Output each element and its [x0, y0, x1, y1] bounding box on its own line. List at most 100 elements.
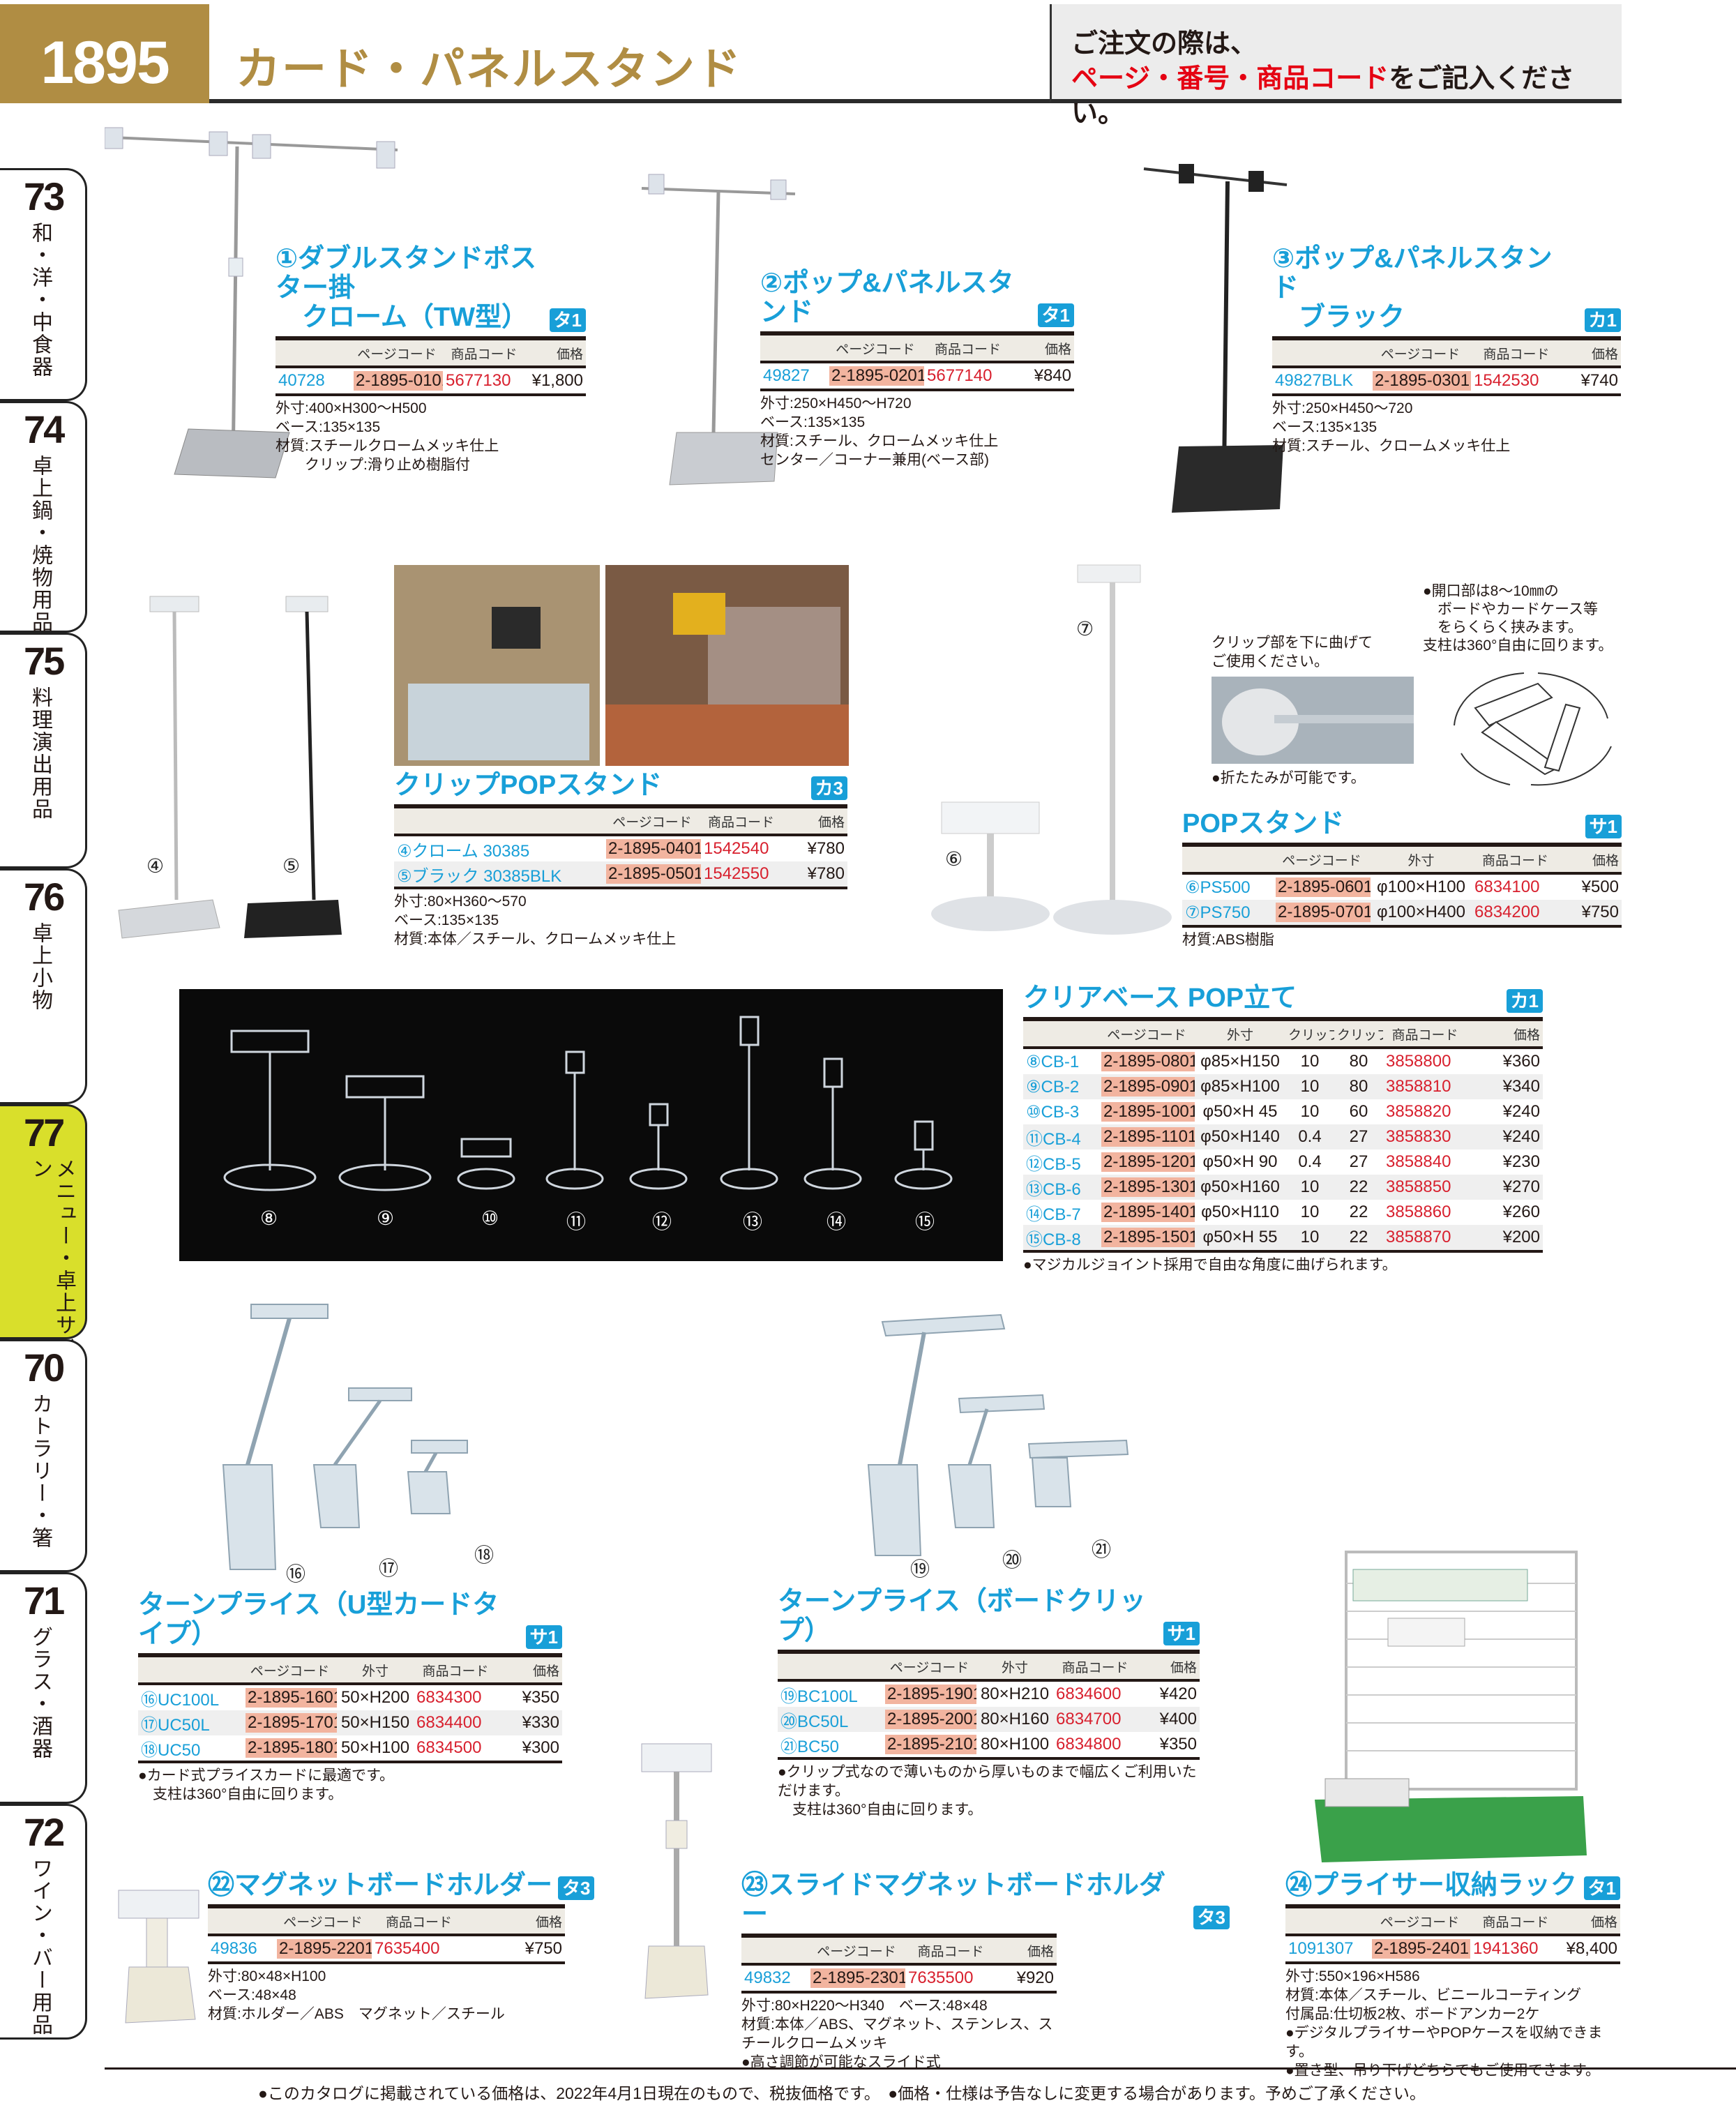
product-name: クリップPOPスタンド: [394, 771, 663, 800]
price: ¥240: [1502, 1127, 1540, 1146]
order-note-rest: をご記入ください。: [1071, 64, 1575, 128]
model-number: 1091307: [1288, 1939, 1354, 1958]
page-code: 2-1895-0401: [603, 839, 701, 859]
section-title: ターンプライス（U型カードタイプ）サ1: [138, 1590, 562, 1649]
model-number: ⑩CB-3: [1026, 1102, 1080, 1122]
image-label-15: ⑮: [915, 1211, 935, 1233]
stock-badge: サ1: [1163, 1622, 1200, 1645]
page-code: 2-1895-2001: [882, 1710, 976, 1729]
product-specs: 外寸:80×H220〜H340 ベース:48×48 材質:本体／ABS、マグネッ…: [741, 1998, 1053, 2070]
clip-bend-note: クリップ部を下に曲げて ご使用ください。: [1212, 635, 1373, 670]
item-code: 6834100: [1474, 877, 1540, 896]
stock-badge: タ3: [1193, 1906, 1230, 1929]
price: ¥260: [1502, 1203, 1540, 1221]
product-name: POPスタンド: [1182, 809, 1345, 838]
table-header-row: ページコード商品コード価格: [276, 340, 586, 368]
page-code: 2-1895-1701: [243, 1713, 337, 1733]
section-title: ②ポップ&パネルスタンドタ1: [760, 269, 1074, 327]
spec-value: 80×H100: [980, 1735, 1050, 1754]
column-header: 価格: [556, 347, 583, 362]
page-code: 2-1895-1401: [1099, 1203, 1195, 1222]
model-number: ⑱UC50: [141, 1740, 201, 1760]
table-header-row: ページコード外寸商品コード価格: [138, 1657, 562, 1685]
price: ¥400: [1159, 1710, 1197, 1728]
item-code: 3858870: [1386, 1228, 1451, 1246]
column-header: 外寸: [1407, 853, 1435, 868]
price: ¥750: [524, 1939, 562, 1958]
foldable-note: ●折たたみが可能です。: [1212, 770, 1366, 786]
page-code: 2-1895-1001: [1099, 1102, 1195, 1122]
item-code: 6834600: [1056, 1685, 1122, 1703]
page-code-value: 2-1895-1101: [1101, 1127, 1195, 1147]
table-header-row: ページコード商品コード価格: [760, 336, 1074, 363]
table-header-row: ページコード商品コード価格: [1272, 340, 1621, 368]
model-number: ⑳BC50L: [780, 1712, 849, 1731]
image-label-18: ⑱: [474, 1544, 495, 1566]
stock-badge: タ3: [558, 1876, 595, 1900]
column-header: ページコード: [889, 1660, 969, 1675]
section-title: POPスタンド サ1: [1182, 809, 1622, 838]
model-number: ⑭CB-7: [1026, 1205, 1081, 1224]
product-specs: 外寸:550×196×H586 材質:本体／スチール、ビニールコーティング 付属…: [1285, 1968, 1603, 2079]
price-table: ページコード外寸クリップ開口クリップ幅商品コード価格⑧CB-12-1895-08…: [1023, 1017, 1543, 1253]
image-label-7: ⑦: [1076, 618, 1094, 640]
stock-badge: サ1: [1585, 815, 1622, 838]
page-code-value: 2-1895-0701: [1276, 903, 1371, 922]
pop-stands-image: [931, 564, 1172, 935]
product-specs: ●クリップ式なので薄いものから厚いものまで幅広くご利用いただけます。 支柱は36…: [778, 1764, 1197, 1818]
column-header: 価格: [1027, 1944, 1054, 1959]
side-tab-label: ワイン・バー用品: [29, 1857, 52, 2036]
spec-value: φ50×H110: [1201, 1203, 1279, 1221]
column-header: 商品コード: [917, 1944, 984, 1959]
model-number: 49832: [744, 1968, 791, 1987]
model-number: ⑪CB-4: [1026, 1129, 1081, 1149]
model-number: ⑤ブラック 30385BLK: [397, 866, 562, 886]
section-title: クリアベース POP立てカ1: [1023, 984, 1543, 1013]
item-code: 3858810: [1386, 1077, 1451, 1096]
model-number: ⑰UC50L: [141, 1715, 210, 1735]
footer-note: ●このカタログに掲載されている価格は、2022年4月1日現在のもので、税抜価格で…: [258, 2084, 1426, 2102]
column-header: 価格: [1170, 1660, 1197, 1675]
product-name: ㉓スライドマグネットボードホルダー: [741, 1871, 1166, 1929]
spec-value: φ100×H400: [1377, 903, 1465, 921]
item-code: 5677140: [927, 366, 992, 385]
item-code: 5677130: [446, 371, 511, 390]
